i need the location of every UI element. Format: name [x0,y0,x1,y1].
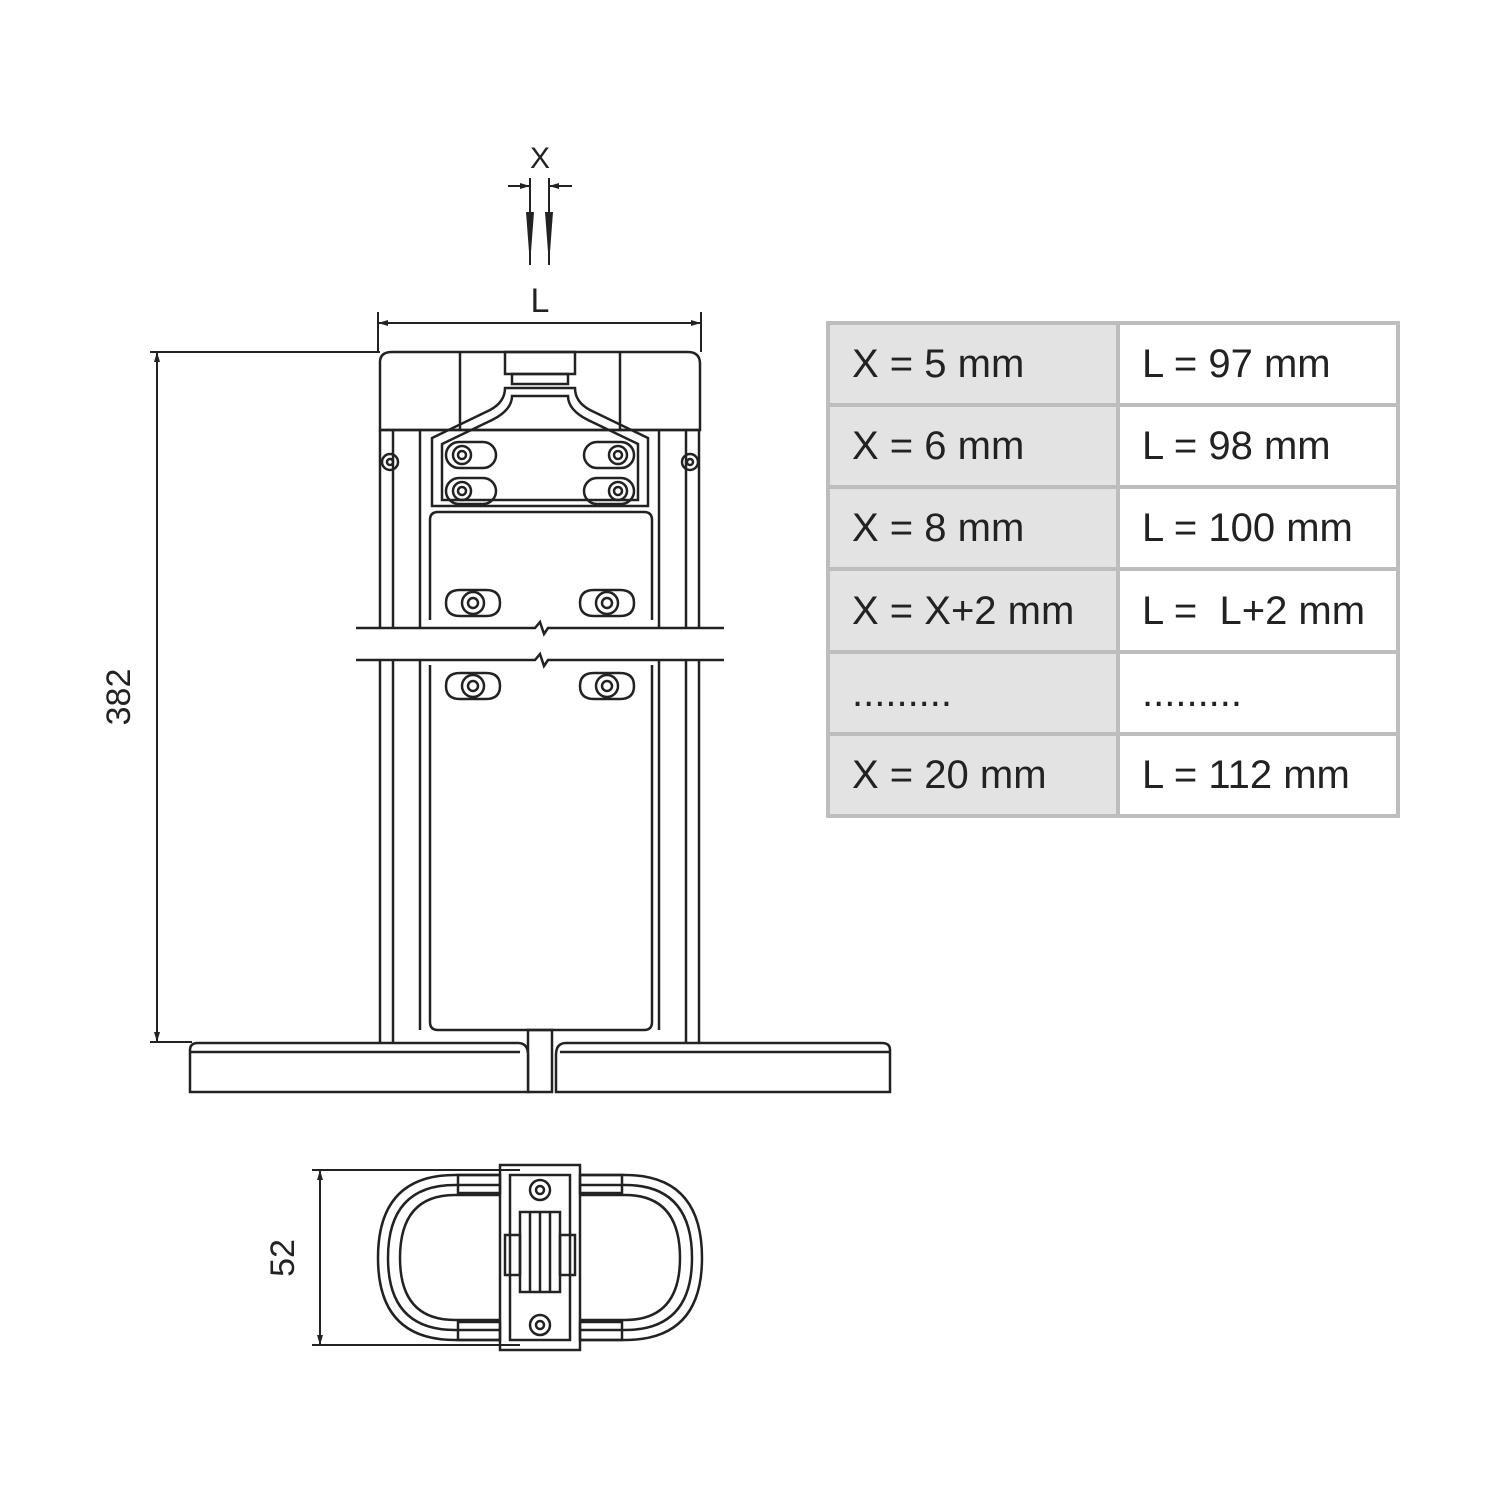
l-dimension-label: L [531,282,550,320]
l-value-cell: ......... [1116,649,1400,736]
hinge-top-view [376,1163,704,1352]
table-row: X = 6 mm L = 98 mm [826,403,1400,490]
l-value-cell: L = L+2 mm [1116,567,1400,654]
x-value-cell: X = X+2 mm [826,567,1120,654]
base-plates [188,1041,892,1094]
x-value-cell: X = 6 mm [826,403,1120,490]
x-dimension-label: X [530,142,550,175]
table-row: X = 5 mm L = 97 mm [826,320,1400,408]
break-line [352,619,728,669]
table-row: X = 20 mm L = 112 mm [826,731,1400,819]
l-dimension [377,312,702,352]
depth-dimension-label: 52 [264,1239,302,1277]
l-value-cell: L = 100 mm [1116,485,1400,572]
l-value-cell: L = 98 mm [1116,403,1400,490]
x-value-cell: ......... [826,649,1120,736]
x-dimension [508,178,572,265]
height-dimension [150,351,380,1043]
l-value-cell: L = 112 mm [1116,731,1400,819]
depth-dimension [312,1169,520,1346]
l-value-cell: L = 97 mm [1116,320,1400,408]
height-dimension-label: 382 [100,669,138,726]
table-row: X = 8 mm L = 100 mm [826,485,1400,572]
table-row: ......... ......... [826,649,1400,736]
x-value-cell: X = 20 mm [826,731,1120,819]
spec-table: X = 5 mm L = 97 mm X = 6 mm L = 98 mm X … [826,320,1400,819]
table-row: X = X+2 mm L = L+2 mm [826,567,1400,654]
x-value-cell: X = 5 mm [826,320,1120,408]
hinge-front-view [378,350,702,1094]
x-value-cell: X = 8 mm [826,485,1120,572]
